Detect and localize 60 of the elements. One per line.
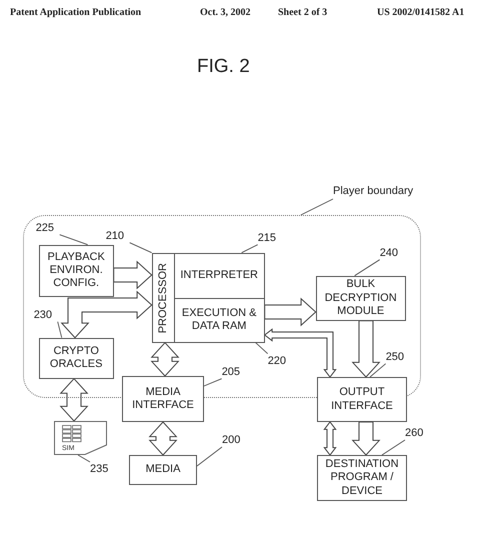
box-label: INTERPRETER (180, 269, 258, 282)
header-text: Oct. 3, 2002 (200, 7, 251, 18)
process-box (129, 455, 197, 485)
process-box (122, 376, 204, 422)
header-text: Sheet 2 of 3 (278, 7, 328, 18)
process-box (317, 377, 407, 422)
vertical-label: PROCESSOR (157, 262, 170, 333)
block-arrow (113, 260, 152, 290)
box-label: BULK DECRYPTION MODULE (324, 278, 398, 318)
reference-numeral: 200 (222, 433, 246, 447)
process-box (174, 298, 265, 343)
double-block-arrow (150, 342, 180, 377)
reference-numeral: 250 (386, 350, 410, 364)
leader-line (57, 321, 62, 338)
double-block-arrow (148, 421, 178, 456)
leader-line (370, 363, 386, 378)
box-label: EXECUTION & DATA RAM (180, 307, 258, 334)
box-label: MEDIA (146, 463, 180, 477)
header-text: US 2002/0141582 A1 (377, 7, 464, 18)
box-label: DESTINATION PROGRAM / DEVICE (324, 458, 400, 498)
reference-numeral: 205 (222, 364, 246, 379)
leader-line (382, 440, 406, 456)
leader-line (59, 234, 88, 246)
processor-box (152, 252, 175, 343)
leader-line (196, 446, 222, 466)
reference-numeral: 260 (405, 426, 429, 440)
sim-card (54, 421, 107, 455)
leader-line (241, 244, 258, 254)
reference-numeral: 230 (34, 308, 58, 322)
process-box (317, 455, 407, 501)
figure-title: FIG. 2 (197, 56, 250, 78)
double-block-arrow (60, 378, 88, 422)
leader-line (354, 259, 380, 276)
double-block-arrow (323, 421, 337, 456)
double-block-arrow (264, 328, 337, 378)
box-label: MEDIA INTERFACE (131, 386, 195, 412)
header-text: Patent Application Publication (10, 7, 142, 18)
process-box (38, 338, 114, 379)
process-box (174, 252, 265, 299)
reference-numeral: 215 (258, 230, 282, 245)
block-arrow (264, 298, 316, 326)
process-box (38, 244, 114, 297)
reference-numeral: 220 (268, 354, 292, 368)
reference-numeral: 235 (90, 462, 114, 476)
box-label: PLAYBACK ENVIRON. CONFIG. (46, 250, 106, 290)
leader-line (204, 378, 222, 386)
leader-line (255, 342, 268, 354)
leader-line (300, 198, 334, 216)
box-label: CRYPTO ORACLES (48, 345, 104, 372)
block-arrow (352, 320, 380, 378)
reference-numeral: 225 (36, 220, 60, 235)
leader-line (78, 454, 90, 462)
boundary-caption: Player boundary (333, 183, 425, 199)
block-arrow (352, 422, 380, 456)
process-box (316, 276, 406, 321)
box-label: OUTPUT INTERFACE (330, 386, 394, 413)
reference-numeral: 210 (106, 228, 130, 243)
double-block-arrow (60, 290, 152, 338)
reference-numeral: 240 (380, 246, 404, 260)
leader-line (129, 242, 152, 254)
